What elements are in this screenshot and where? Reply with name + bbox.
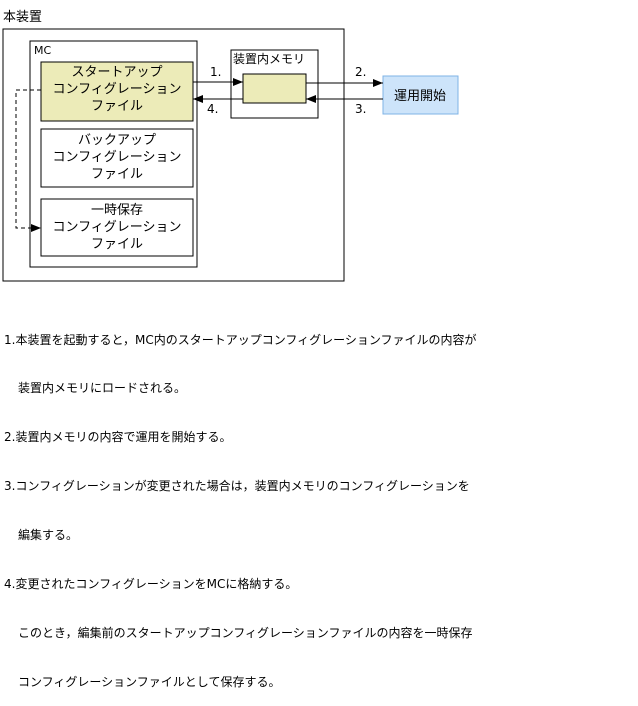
note-line-2: 装置内メモリにロードされる。 <box>18 381 187 396</box>
backup-config-line3: ファイル <box>91 167 143 182</box>
temp-config-line1: 一時保存 <box>91 203 143 218</box>
step-label-3: 3. <box>355 102 366 116</box>
backup-config-line2: コンフィグレーション <box>52 150 181 165</box>
backup-config-line1: バックアップ <box>78 133 156 148</box>
config-flow-diagram: 本装置 MC スタートアップ コンフィグレーション ファイル バックアップ コン… <box>2 10 459 282</box>
note-line-6: 4.変更されたコンフィグレーションをMCに格納する。 <box>4 577 298 592</box>
dashed-save-path <box>15 89 41 232</box>
startup-config-file <box>40 61 194 122</box>
device-label: 本装置 <box>3 10 42 25</box>
backup-config-file <box>40 128 194 188</box>
memory-config <box>242 73 307 104</box>
mc-label: MC <box>34 44 51 57</box>
step-label-4: 4. <box>207 102 218 116</box>
startup-config-line2: コンフィグレーション <box>52 82 181 97</box>
note-line-1: 1.本装置を起動すると，MC内のスタートアップコンフィグレーションファイルの内容… <box>4 332 477 347</box>
note-line-4: 3.コンフィグレーションが変更された場合は，装置内メモリのコンフィグレーションを <box>4 479 470 494</box>
note-line-8: コンフィグレーションファイルとして保存する。 <box>18 674 281 689</box>
device-memory-label: 装置内メモリ <box>233 52 305 66</box>
note-line-7: このとき，編集前のスタートアップコンフィグレーションファイルの内容を一時保存 <box>18 625 473 640</box>
operation-start-label: 運用開始 <box>394 89 446 104</box>
note-line-5: 編集する。 <box>18 528 79 543</box>
startup-config-line1: スタートアップ <box>71 65 162 80</box>
operation-start-box <box>382 75 459 115</box>
step-label-2: 2. <box>355 65 366 79</box>
startup-config-line3: ファイル <box>91 99 143 114</box>
temp-config-line3: ファイル <box>91 237 143 252</box>
temp-config-line2: コンフィグレーション <box>52 220 181 235</box>
explanation-notes: 1.本装置を起動すると，MC内のスタートアップコンフィグレーションファイルの内容… <box>4 299 624 706</box>
temp-config-file <box>40 198 194 257</box>
step-label-1: 1. <box>210 65 221 79</box>
